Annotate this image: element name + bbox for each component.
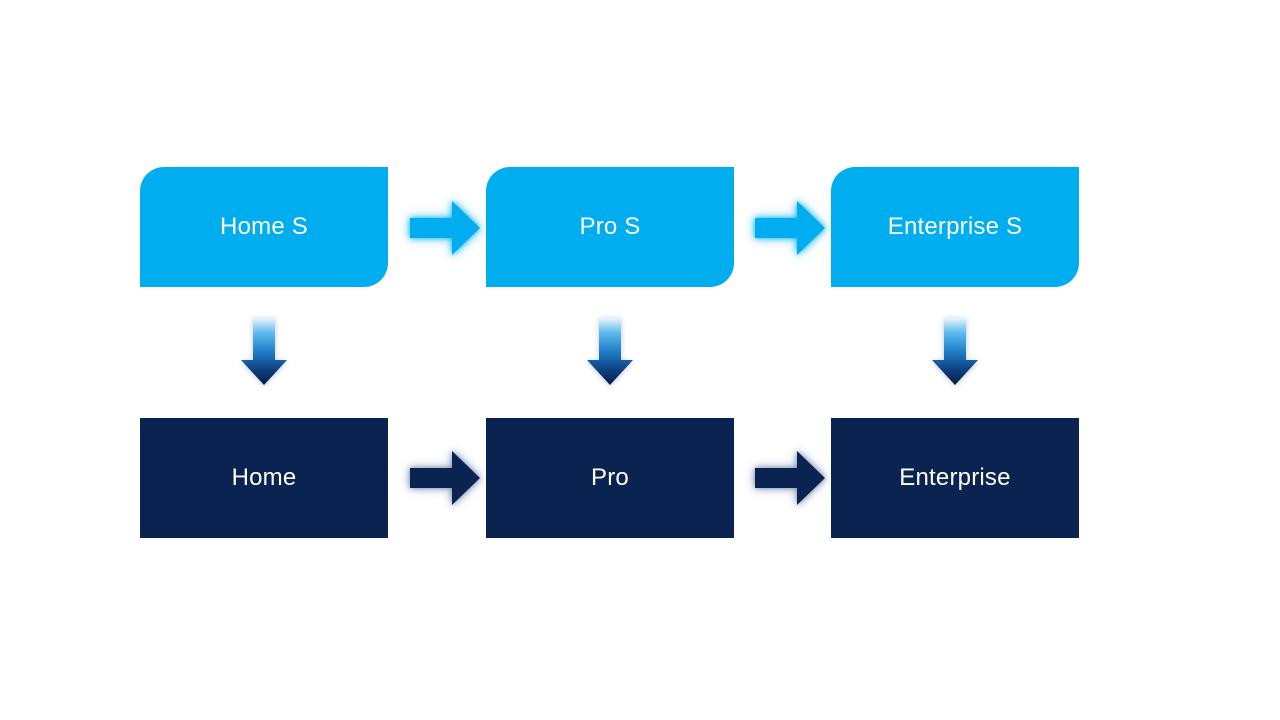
right-arrow-icon (410, 451, 480, 505)
box-enterprise: Enterprise (831, 418, 1079, 538)
box-home-label: Home (231, 464, 297, 491)
right-arrow-icon (410, 201, 480, 255)
box-enterprise-s-label: Enterprise S (887, 213, 1023, 240)
down-arrow-icon (587, 318, 633, 385)
box-pro: Pro (486, 418, 734, 538)
right-arrow-icon (755, 451, 825, 505)
box-home-s-label: Home S (220, 213, 308, 240)
box-pro-s: Pro S (486, 167, 734, 287)
box-pro-label: Pro (591, 464, 629, 491)
box-pro-s-label: Pro S (579, 213, 641, 240)
down-arrow-icon (932, 318, 978, 385)
box-enterprise-s: Enterprise S (831, 167, 1079, 287)
box-home-s: Home S (140, 167, 388, 287)
box-home: Home (140, 418, 388, 538)
right-arrow-icon (755, 201, 825, 255)
box-enterprise-label: Enterprise (899, 464, 1011, 491)
down-arrow-icon (241, 318, 287, 385)
